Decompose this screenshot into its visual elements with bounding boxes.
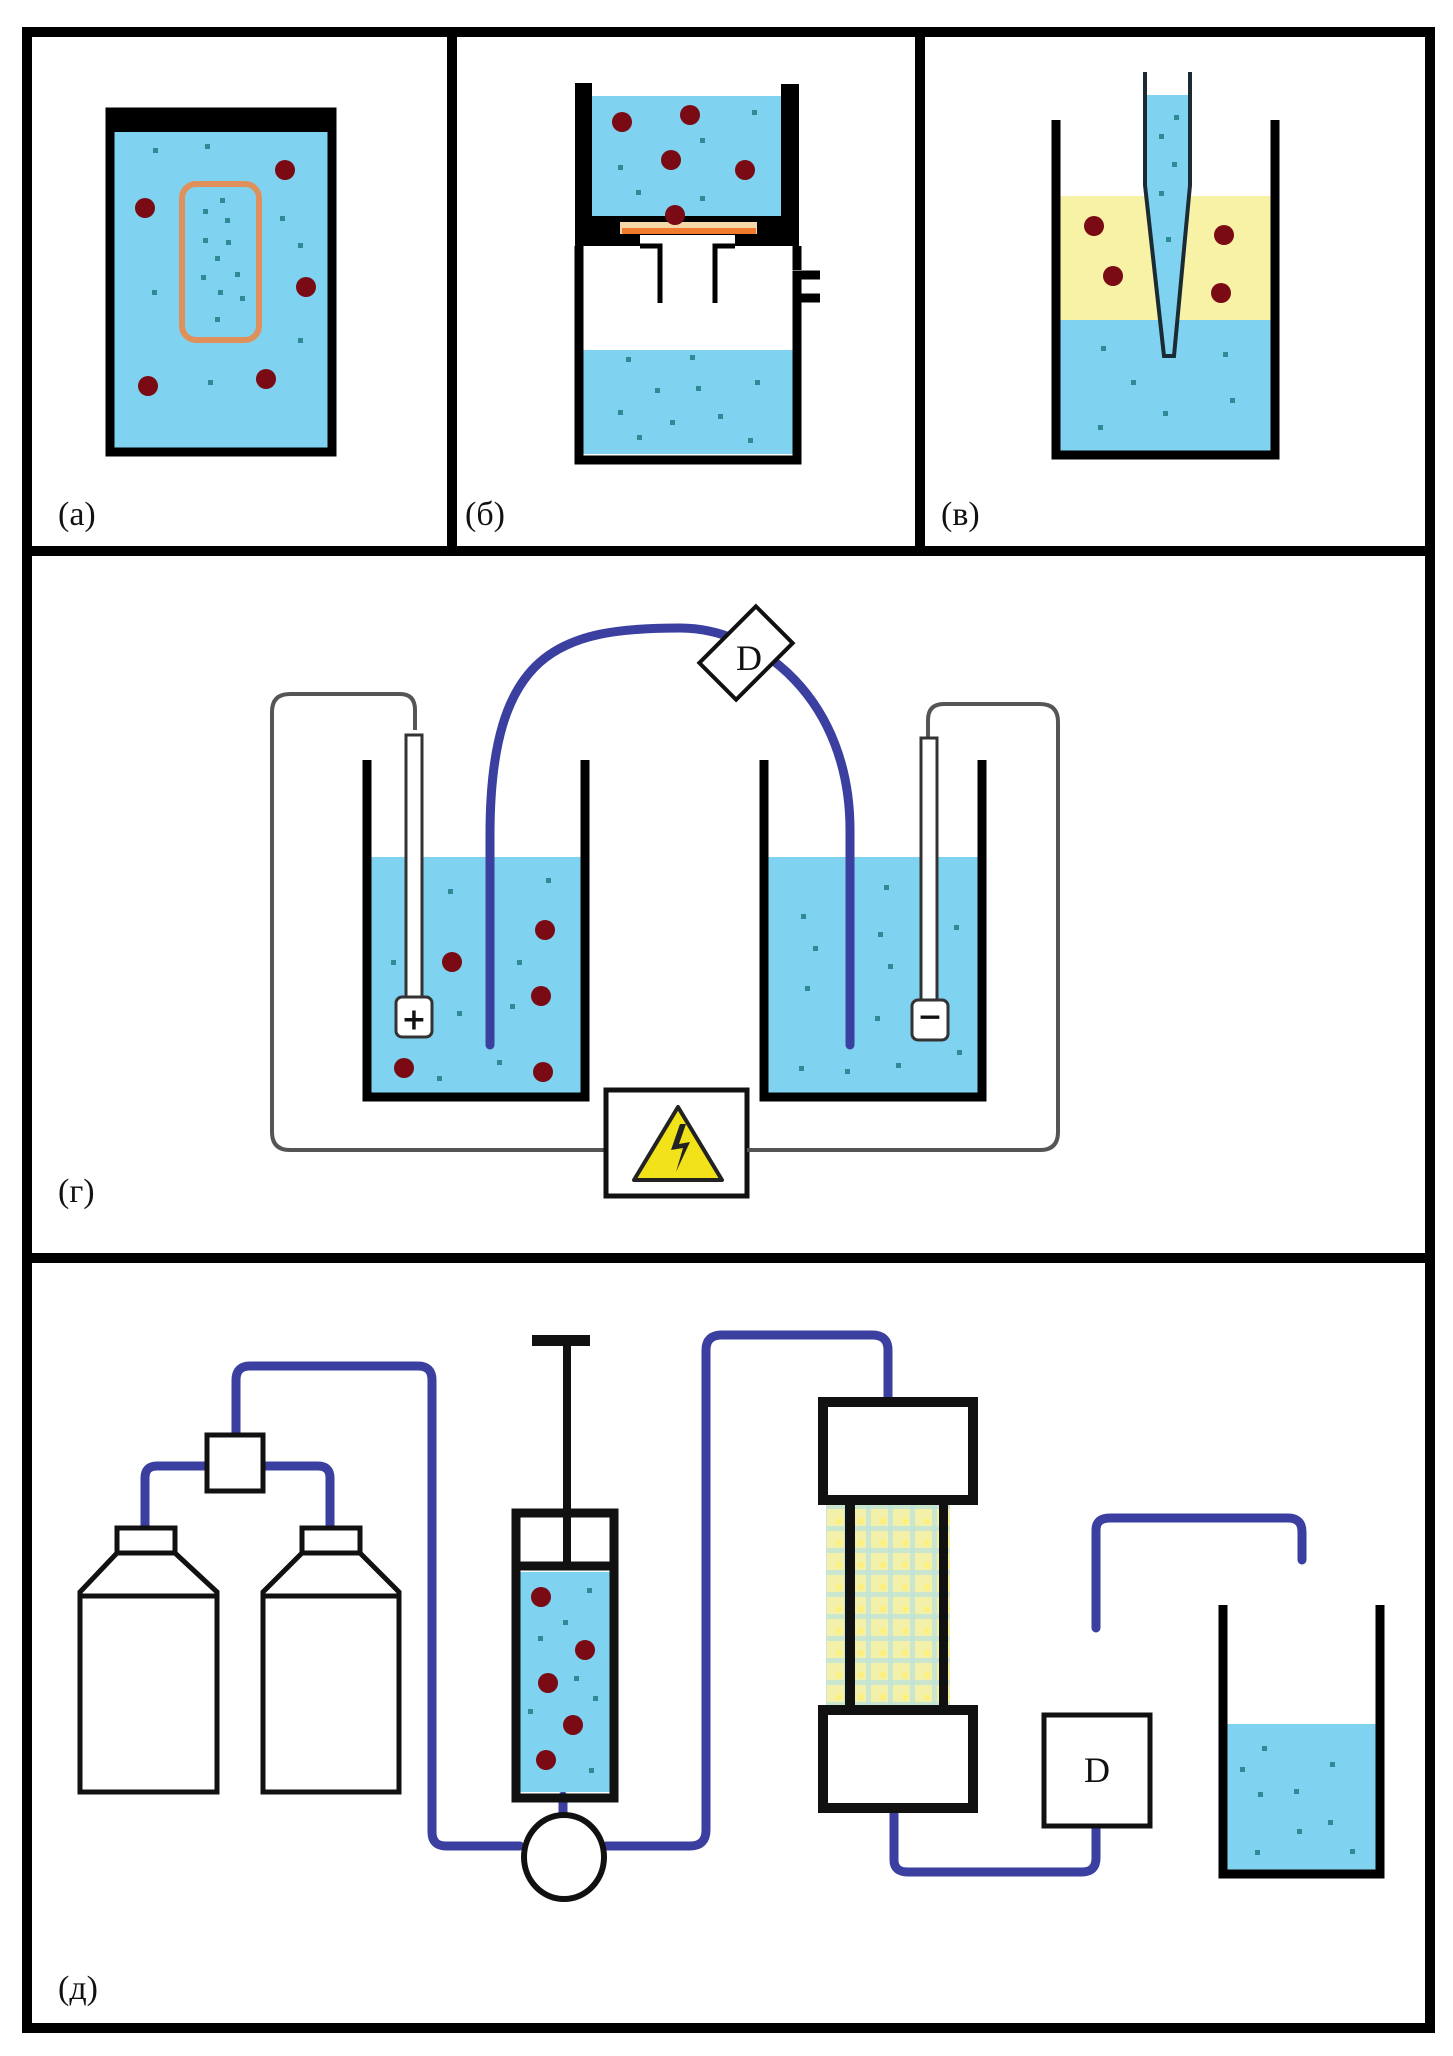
mixer [204,1432,266,1494]
pipette-tip [1143,72,1192,358]
panel-g: D + − [58,603,1060,1210]
large-particles [394,920,555,1082]
wire-positive [270,692,417,1152]
outlet-gap [640,235,735,247]
collected-fraction [1226,1724,1376,1870]
small-particles [528,1588,598,1773]
tube-bottle2 [258,1461,335,1535]
filtrate-solution [581,350,795,454]
panel-label-b: (б) [465,496,505,533]
collector-beaker [1218,1605,1385,1879]
panel-a: (а) [58,107,337,533]
beaker [1051,120,1280,460]
upper-wall-left [575,83,592,246]
bridge-tube [485,623,855,1050]
small-particles [1098,115,1235,430]
large-particles [531,1587,595,1770]
outlet-spout [640,243,735,303]
detector-g [696,603,796,703]
electrode-negative: − [910,736,950,1042]
dialysis-bag [179,181,262,343]
syringe-barrel [511,1508,619,1803]
panel-b: (б) [465,83,820,533]
wire-negative [747,702,1060,1152]
small-particles [152,144,303,385]
small-particles [1240,1746,1355,1855]
power-supply [603,1087,750,1199]
upper-wall-right [781,84,799,246]
small-particles [618,110,760,443]
pipette-fluid [1147,95,1188,356]
cuvette-right [759,760,987,1102]
negative-sign: − [917,1000,942,1035]
plunger-handle [532,1335,590,1346]
column-top-cap [818,1397,978,1505]
large-particles [135,160,316,396]
cuvette-left [362,760,590,1102]
tube-pump-to-column [601,1330,893,1851]
detector-label-d: D [1084,1750,1110,1790]
lightning-icon [671,1124,690,1172]
chromatography-column [818,1397,978,1813]
electrode-positive: + [394,733,434,1039]
panel-label-d: (д) [58,1970,98,2007]
tube-mixer-to-pump [231,1361,525,1851]
sample-syringe [511,1335,619,1803]
panel-d: D (д) [58,1330,1385,2007]
outer-frame [22,27,1435,2033]
pump [521,1812,607,1902]
tube-column-to-detector [889,1807,1101,1877]
solvent-bottle-1 [77,1525,220,1795]
column-bottom-cap [818,1705,978,1813]
large-particles [1084,216,1234,303]
large-particles [612,105,755,225]
panel-v: (в) [941,72,1280,533]
syringe-solution [520,1572,610,1792]
positive-sign: + [401,1003,426,1038]
panel-label-v: (в) [941,496,980,533]
solution [114,116,328,450]
detector-d [1041,1712,1153,1829]
solvent-bottle-2 [260,1525,402,1795]
tube-bottle1 [140,1461,212,1535]
membrane [622,228,756,234]
container-lid [110,112,332,132]
tube-detector-to-collector [1091,1513,1307,1633]
small-particles [391,878,962,1081]
detector-label: D [736,638,762,678]
panel-frames [22,27,1435,2033]
panel-label-g: (г) [58,1173,95,1210]
cuvette-right-solution [768,857,978,1095]
panel-label-a: (а) [58,496,96,533]
